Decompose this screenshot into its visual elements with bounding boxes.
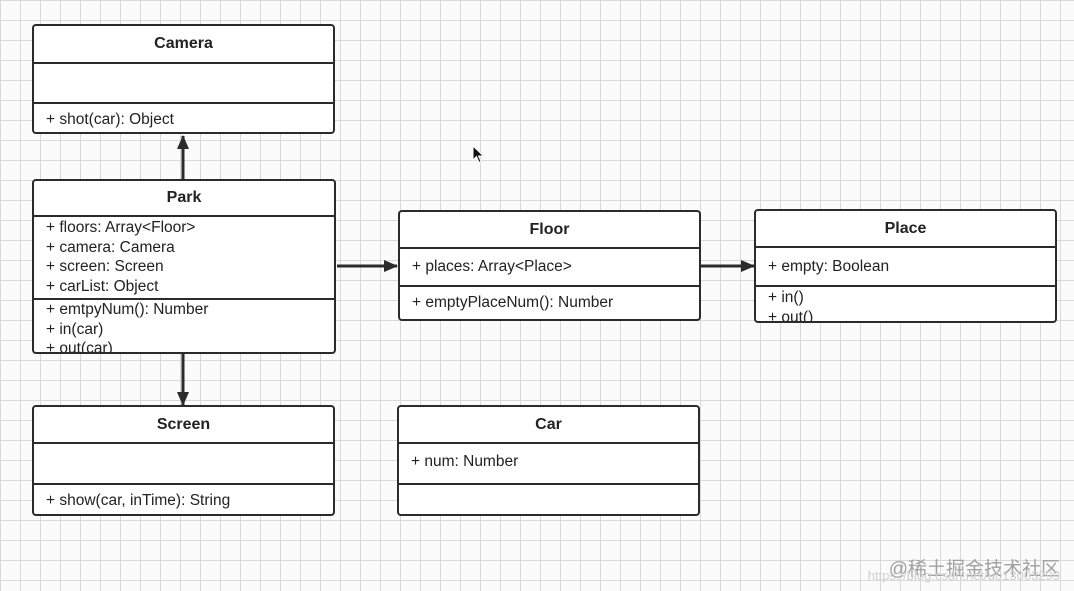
class-park-title: Park: [34, 181, 334, 217]
class-place-method: + in(): [768, 289, 804, 306]
class-screen-method: + show(car, inTime): String: [46, 492, 231, 509]
class-screen-title: Screen: [34, 407, 333, 444]
class-car-title: Car: [399, 407, 698, 444]
class-camera: Camera + shot(car): Object: [32, 24, 335, 134]
class-camera-methods: + shot(car): Object: [34, 102, 333, 132]
class-place-title: Place: [756, 211, 1055, 248]
class-camera-attributes: [34, 64, 333, 102]
watermark-url: https://blog.csdn.net/u013003299: [867, 568, 1060, 583]
class-screen-methods: + show(car, inTime): String: [34, 483, 333, 514]
mouse-pointer-icon: [472, 145, 485, 164]
class-park-attribute: + carList: Object: [46, 277, 159, 295]
class-park: Park + floors: Array<Floor> + camera: Ca…: [32, 179, 336, 354]
class-place-attributes: + empty: Boolean: [756, 248, 1055, 285]
class-floor: Floor + places: Array<Place> + emptyPlac…: [398, 210, 701, 321]
class-park-attributes: + floors: Array<Floor> + camera: Camera …: [34, 217, 334, 298]
class-car-methods: [399, 483, 698, 493]
class-park-attribute: + screen: Screen: [46, 258, 164, 275]
class-park-methods: + emtpyNum(): Number + in(car) + out(car…: [34, 298, 334, 354]
class-park-method: + out(car): [46, 340, 113, 354]
class-park-method: + emtpyNum(): Number: [46, 301, 209, 318]
class-floor-attribute: + places: Array<Place>: [412, 258, 572, 275]
class-place: Place + empty: Boolean + in() + out(): [754, 209, 1057, 323]
class-car-attribute: + num: Number: [411, 453, 519, 470]
class-screen-attributes: [34, 444, 333, 483]
class-place-methods: + in() + out(): [756, 285, 1055, 323]
class-park-method: + in(car): [46, 320, 104, 338]
class-car-attributes: + num: Number: [399, 444, 698, 483]
class-place-attribute: + empty: Boolean: [768, 258, 890, 275]
class-park-attribute: + floors: Array<Floor>: [46, 219, 196, 236]
watermark-text: @稀土掘金技术社区: [888, 559, 1060, 580]
watermark: @稀土掘金技术社区 https://blog.csdn.net/u0130032…: [868, 554, 1060, 583]
class-floor-method: + emptyPlaceNum(): Number: [412, 294, 614, 311]
class-floor-title: Floor: [400, 212, 699, 249]
class-screen: Screen + show(car, inTime): String: [32, 405, 335, 516]
class-place-method: + out(): [768, 308, 814, 323]
class-floor-attributes: + places: Array<Place>: [400, 249, 699, 285]
class-car: Car + num: Number: [397, 405, 700, 516]
class-floor-methods: + emptyPlaceNum(): Number: [400, 285, 699, 317]
class-camera-method: + shot(car): Object: [46, 111, 174, 128]
class-camera-title: Camera: [34, 26, 333, 64]
class-park-attribute: + camera: Camera: [46, 238, 175, 256]
